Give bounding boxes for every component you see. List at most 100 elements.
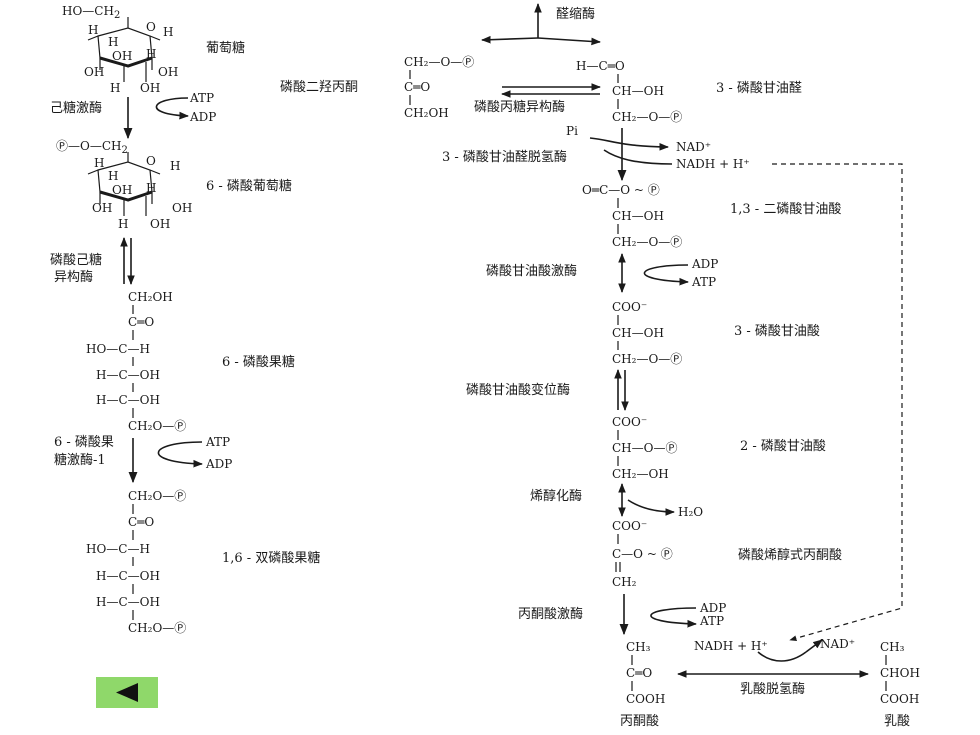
svg-text:OH: OH (112, 183, 132, 197)
svg-text:COOH: COOH (626, 692, 665, 706)
svg-text:COO⁻: COO⁻ (612, 300, 647, 314)
svg-text:H—C—OH: H—C—OH (96, 595, 160, 609)
gapdh-label: 3 - 磷酸甘油醛脱氢酶 (442, 149, 567, 165)
pg2-structure: COO⁻ CH—O—Ⓟ CH₂—OH (612, 415, 678, 481)
svg-text:CH₂—O—Ⓟ: CH₂—O—Ⓟ (612, 110, 682, 124)
enolase-h2o: H₂O (678, 505, 703, 519)
svg-text:C═O: C═O (128, 315, 154, 329)
svg-text:O: O (146, 154, 156, 168)
svg-text:OH: OH (140, 81, 160, 95)
svg-text:H: H (170, 159, 180, 173)
f6p-label: 6 - 磷酸果糖 (222, 354, 295, 370)
svg-text:C═O: C═O (128, 515, 154, 529)
gapdh-pi: Pi (566, 124, 578, 138)
dhap-structure: CH₂—O—Ⓟ C═O CH₂OH (404, 55, 474, 120)
svg-text:HO—C—H: HO—C—H (86, 342, 150, 356)
svg-text:CH₂—O—Ⓟ: CH₂—O—Ⓟ (404, 55, 474, 69)
isomerase-line2: 异构酶 (54, 269, 93, 285)
pg3-label: 3 - 磷酸甘油酸 (734, 324, 820, 339)
glucose-ho-ch2: HO—CH2 (62, 4, 120, 21)
ldh-nadh: NADH + H⁺ (694, 639, 768, 653)
bpg13-structure: O═C—O ~ Ⓟ CH—OH CH₂—O—Ⓟ (582, 183, 682, 249)
svg-text:OH: OH (92, 201, 112, 215)
pfk-line1: 6 - 磷酸果 (54, 435, 114, 450)
gapdh-nad: NAD⁺ (676, 140, 711, 154)
svg-text:H: H (108, 35, 118, 49)
pyruvate-structure: CH₃ C═O COOH (626, 640, 665, 706)
enolase-label: 烯醇化酶 (530, 488, 582, 504)
svg-text:OH: OH (172, 201, 192, 215)
hexokinase-atp: ATP (189, 91, 214, 105)
pgk-atp: ATP (691, 275, 716, 289)
svg-text:CH₂: CH₂ (612, 575, 637, 589)
svg-text:H—C—OH: H—C—OH (96, 393, 160, 407)
svg-text:CH—OH: CH—OH (612, 84, 664, 98)
tpi-label: 磷酸丙糖异构酶 (474, 99, 565, 115)
svg-text:CHOH: CHOH (880, 666, 920, 680)
svg-text:COO⁻: COO⁻ (612, 519, 647, 533)
hexokinase-adp: ADP (189, 110, 216, 124)
svg-text:H: H (146, 181, 156, 195)
g6p-label: 6 - 磷酸葡萄糖 (206, 178, 292, 194)
glucose-structure: HO—CH2 H H O H OH H OH OH H OH (62, 4, 178, 95)
bpg13-label: 1,3 - 二磷酸甘油酸 (730, 202, 841, 217)
svg-text:OH: OH (150, 217, 170, 231)
pfk-line2: 糖激酶-1 (54, 452, 106, 468)
hexokinase-label: 己糖激酶 (50, 100, 102, 116)
svg-text:O: O (146, 20, 156, 34)
pgk-label: 磷酸甘油酸激酶 (486, 263, 577, 279)
svg-text:H: H (110, 81, 120, 95)
svg-text:H: H (146, 47, 156, 61)
svg-text:H: H (88, 23, 98, 37)
pk-atp: ATP (699, 614, 724, 628)
svg-text:H: H (118, 217, 128, 231)
ldh-nad: NAD⁺ (820, 637, 855, 651)
svg-text:CH₂—OH: CH₂—OH (612, 467, 669, 481)
svg-text:H—C—OH: H—C—OH (96, 569, 160, 583)
pyruvate-label: 丙酮酸 (620, 714, 659, 729)
pep-structure: COO⁻ C—O ~ Ⓟ CH₂ (612, 519, 673, 589)
g3p-label: 3 - 磷酸甘油醛 (716, 80, 802, 96)
svg-text:CH₂O—Ⓟ: CH₂O—Ⓟ (128, 621, 186, 635)
g6p-structure: Ⓟ—O—CH2 H H O H OH H OH OH H OH (56, 139, 192, 231)
left-triangle-icon (116, 683, 138, 702)
svg-text:CH₂—O—Ⓟ: CH₂—O—Ⓟ (612, 352, 682, 366)
pk-adp: ADP (699, 601, 726, 615)
svg-text:OH: OH (112, 49, 132, 63)
svg-text:H—C═O: H—C═O (576, 59, 625, 73)
svg-text:CH—OH: CH—OH (612, 209, 664, 223)
svg-text:CH₃: CH₃ (626, 640, 651, 654)
lactate-label: 乳酸 (884, 714, 910, 729)
ldh-label: 乳酸脱氢酶 (740, 681, 805, 697)
svg-text:H: H (94, 156, 104, 170)
svg-text:H: H (108, 169, 118, 183)
svg-text:CH₂O—Ⓟ: CH₂O—Ⓟ (128, 419, 186, 433)
g3p-structure: H—C═O CH—OH CH₂—O—Ⓟ (576, 59, 682, 124)
pgk-adp: ADP (691, 257, 718, 271)
svg-text:CH₂OH: CH₂OH (128, 290, 173, 304)
isomerase-line1: 磷酸己糖 (50, 252, 102, 268)
lactate-structure: CH₃ CHOH COOH (880, 640, 920, 706)
svg-text:C═O: C═O (404, 80, 430, 94)
svg-text:C═O: C═O (626, 666, 652, 680)
svg-text:CH—OH: CH—OH (612, 326, 664, 340)
svg-text:COO⁻: COO⁻ (612, 415, 647, 429)
f6p-structure: CH₂OH C═O HO—C—H H—C—OH H—C—OH CH₂O—Ⓟ (86, 290, 186, 433)
svg-text:OH: OH (84, 65, 104, 79)
pk-label: 丙酮酸激酶 (518, 606, 583, 622)
aldolase-label: 醛缩酶 (556, 6, 595, 22)
svg-text:CH—O—Ⓟ: CH—O—Ⓟ (612, 441, 678, 455)
svg-text:CH₃: CH₃ (880, 640, 905, 654)
svg-text:HO—C—H: HO—C—H (86, 542, 150, 556)
svg-text:O═C—O ~ Ⓟ: O═C—O ~ Ⓟ (582, 183, 660, 197)
back-button[interactable] (96, 677, 158, 708)
svg-text:C—O ~ Ⓟ: C—O ~ Ⓟ (612, 547, 673, 561)
svg-text:H—C—OH: H—C—OH (96, 368, 160, 382)
g6p-prefix: Ⓟ—O—CH2 (56, 139, 128, 156)
pfk-adp: ADP (205, 457, 232, 471)
f16bp-structure: CH₂O—Ⓟ C═O HO—C—H H—C—OH H—C—OH CH₂O—Ⓟ (86, 489, 186, 635)
pg3-structure: COO⁻ CH—OH CH₂—O—Ⓟ (612, 300, 682, 366)
svg-text:CH₂—O—Ⓟ: CH₂—O—Ⓟ (612, 235, 682, 249)
